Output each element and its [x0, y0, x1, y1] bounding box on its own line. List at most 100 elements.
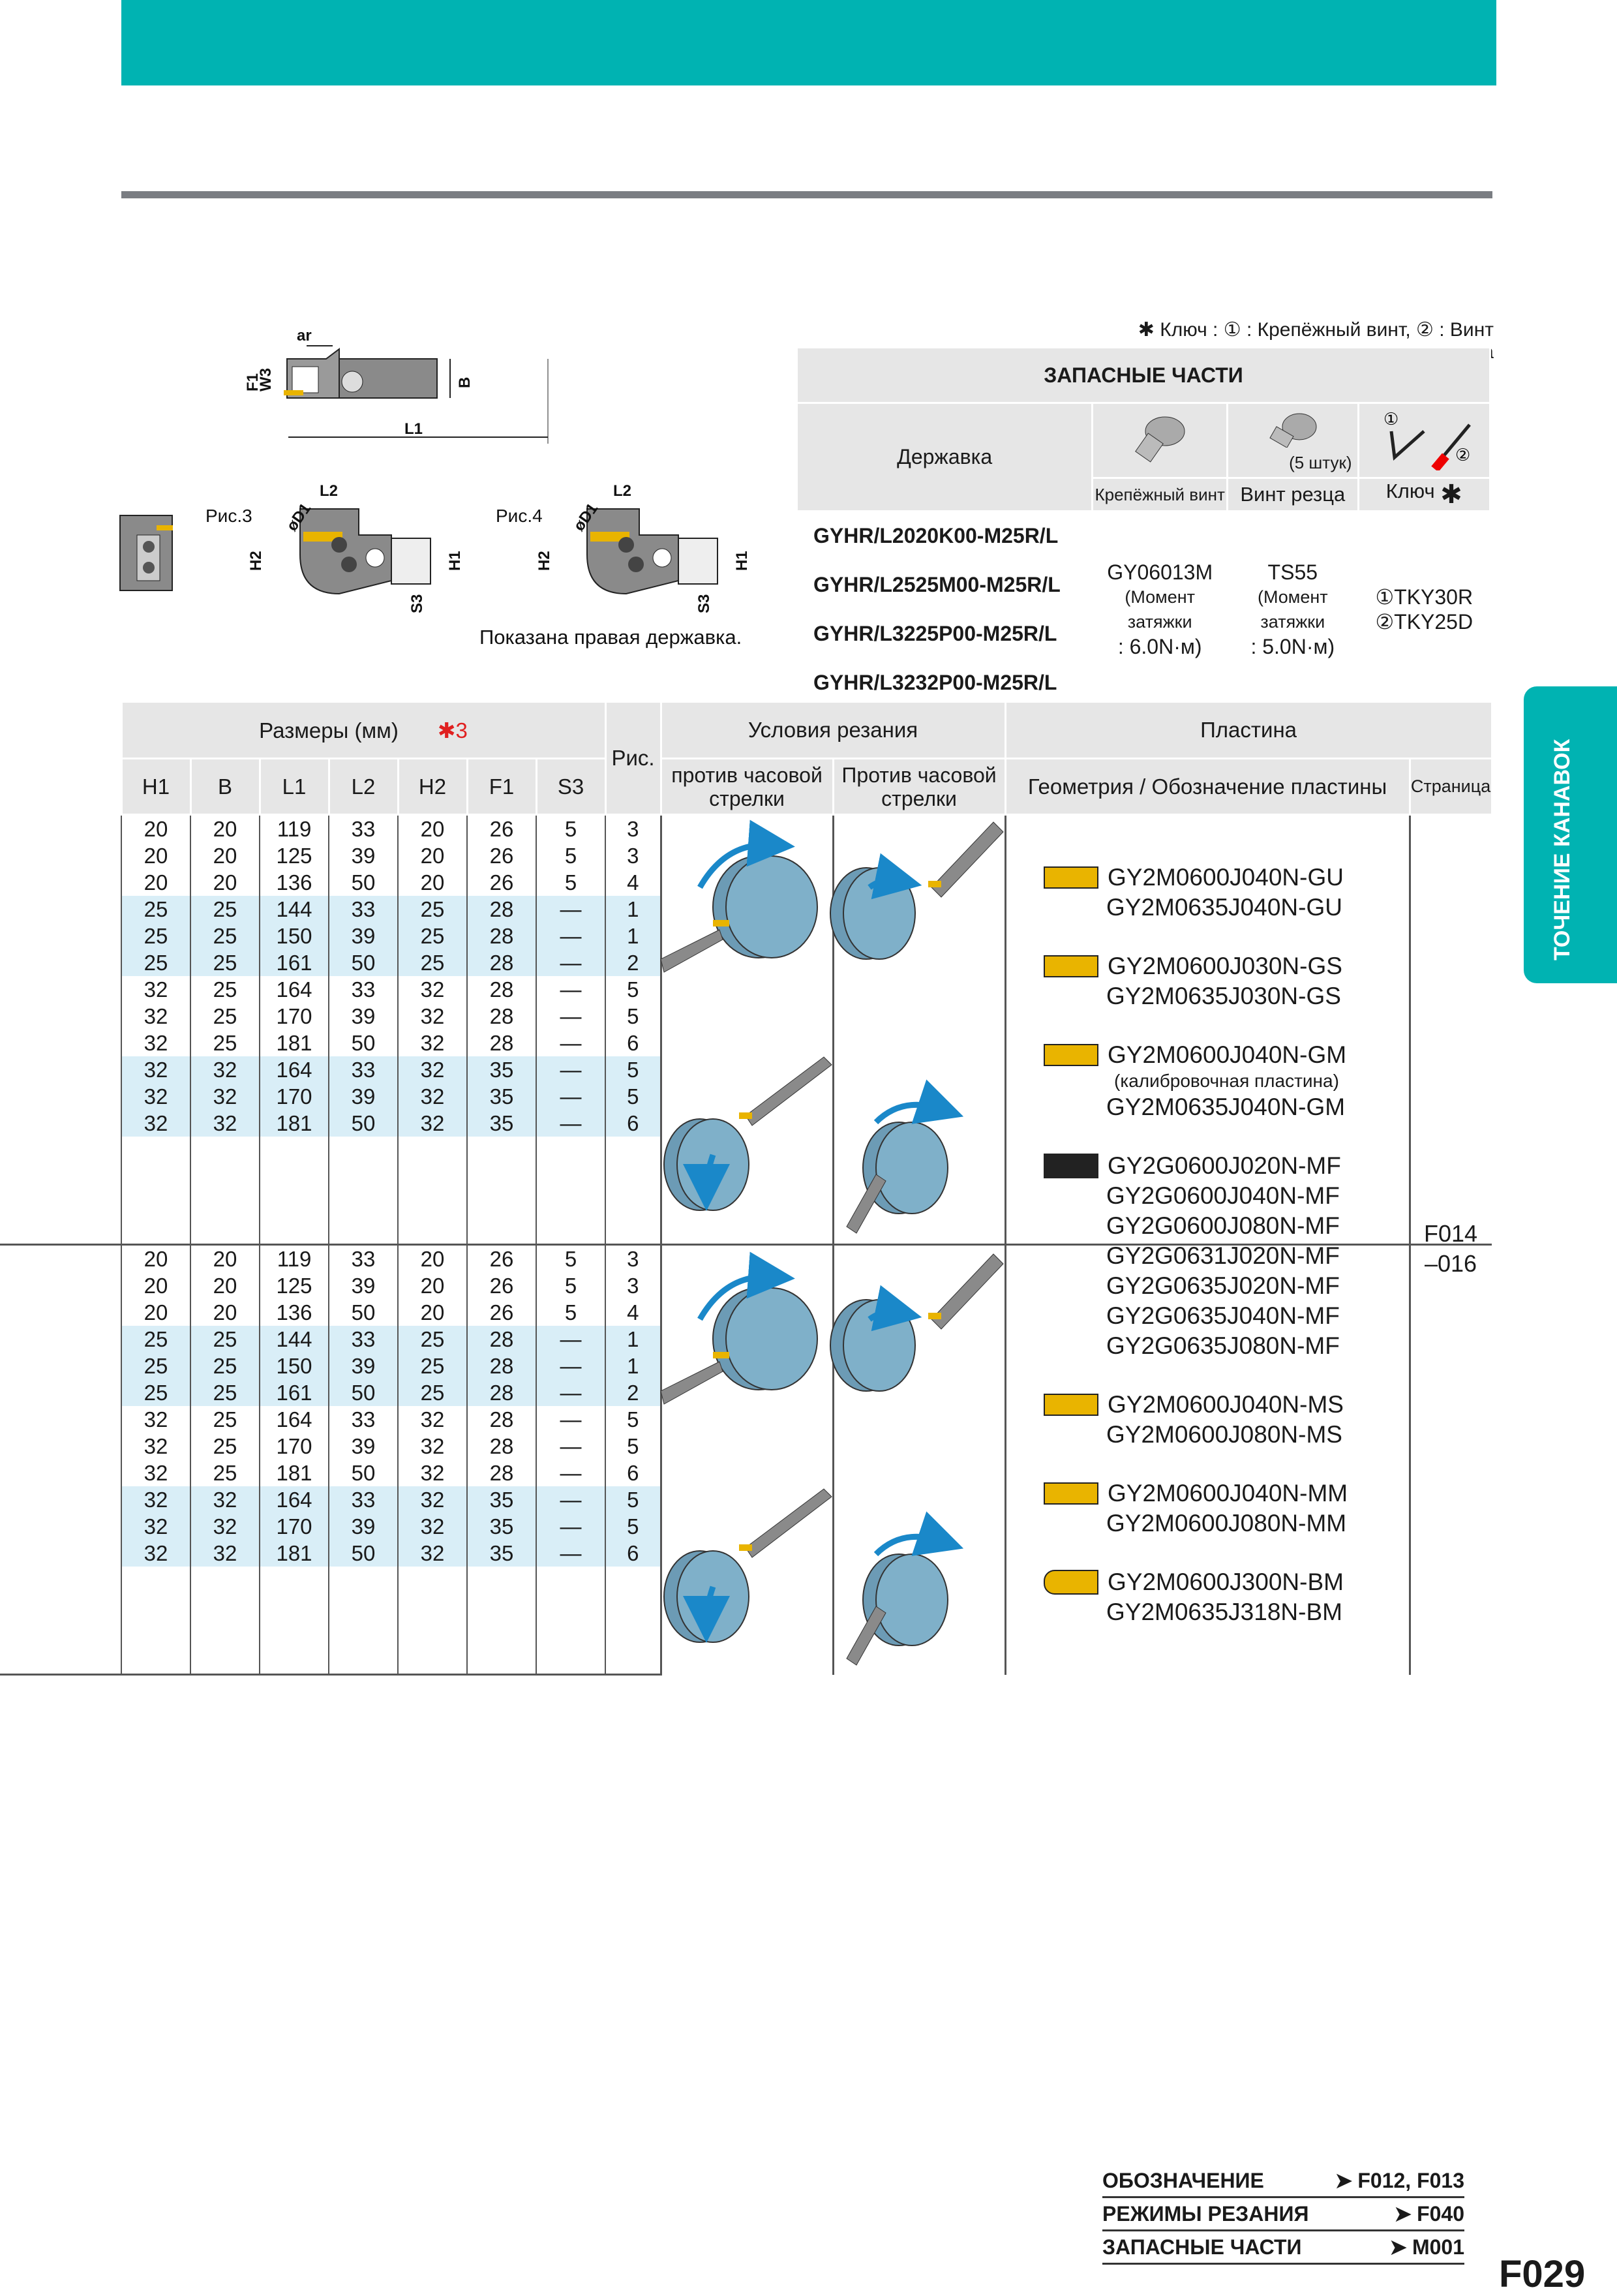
holder-model-3: GYHR/L3225P00-M25R/L: [795, 608, 1094, 659]
page-reference: F014 –016: [1414, 1219, 1487, 1279]
nav-spare-parts[interactable]: ЗАПАСНЫЕ ЧАСТИM001: [1102, 2231, 1464, 2265]
table-cell: 4: [605, 869, 661, 896]
empty-cell: [190, 1567, 260, 1593]
table-cell: 25: [397, 896, 467, 923]
empty-cell: [190, 1137, 260, 1163]
empty-cell: [466, 1620, 536, 1647]
key-picture: ① ②: [1357, 402, 1492, 479]
insert-ms-2: GY2M0600J080N-MS: [1106, 1421, 1342, 1448]
table-cell: 28: [466, 949, 536, 976]
row-label-cell: [0, 1056, 121, 1083]
insert-group-gu: GY2M0600J040N-GU: [1044, 863, 1409, 893]
table-cell: —: [535, 1326, 606, 1353]
table-cell: 20: [121, 1272, 190, 1299]
table-cell: 33: [328, 1056, 398, 1083]
table-cell: 144: [259, 896, 329, 923]
empty-cell: [328, 1620, 398, 1647]
table-cell: 32: [397, 976, 467, 1003]
table-cell: 25: [121, 923, 190, 949]
table-cell: 28: [466, 1353, 536, 1379]
table-cell: 20: [121, 1299, 190, 1326]
row-label-cell: [0, 1460, 121, 1486]
table-cell: 20: [121, 814, 190, 842]
table-cell: —: [535, 976, 606, 1003]
table-cell: —: [535, 1083, 606, 1110]
table-cell: 33: [328, 896, 398, 923]
empty-cell: [466, 1137, 536, 1163]
table-cell: 5: [605, 1513, 661, 1540]
row-label-cell: [0, 1326, 121, 1353]
table-cell: 5: [605, 976, 661, 1003]
table-cell: 2: [605, 1379, 661, 1406]
five-pieces-note: (5 штук): [1289, 452, 1352, 472]
table-cell: 50: [328, 1379, 398, 1406]
table-cell: 28: [466, 1326, 536, 1353]
nav-ref-3[interactable]: M001: [1389, 2235, 1464, 2259]
table-cell: —: [535, 896, 606, 923]
table-cell: 181: [259, 1030, 329, 1056]
col-h1: H1: [120, 758, 192, 816]
empty-cell: [190, 1190, 260, 1217]
empty-cell: [605, 1567, 661, 1593]
empty-cell: [259, 1163, 329, 1190]
table-cell: 50: [328, 1030, 398, 1056]
conditions-header: Условия резания: [659, 701, 1006, 759]
table-cell: 33: [328, 814, 398, 842]
table-cell: 5: [605, 1406, 661, 1433]
label-l1: L1: [404, 420, 423, 438]
table-cell: 164: [259, 1406, 329, 1433]
table-cell: 28: [466, 1003, 536, 1030]
table-cell: 5: [535, 1272, 606, 1299]
table-cell: 25: [121, 896, 190, 923]
fig4-s3: S3: [695, 594, 713, 613]
insert-mf-icon: [1044, 1154, 1098, 1178]
row-label-cell: [0, 1083, 121, 1110]
table-cell: 125: [259, 842, 329, 869]
insert-header: Пластина: [1004, 701, 1493, 759]
table-cell: —: [535, 1003, 606, 1030]
table-cell: 39: [328, 842, 398, 869]
insert-group-mm: GY2M0600J040N-MM: [1044, 1478, 1409, 1508]
table-cell: 20: [397, 1299, 467, 1326]
table-cell: 32: [397, 1513, 467, 1540]
clamp-screw-code: GY06013M: [1107, 560, 1213, 584]
cutter-screw-torque-label: (Момент затяжки: [1257, 587, 1328, 632]
table-cell: 33: [328, 1244, 398, 1272]
table-cell: 25: [190, 1379, 260, 1406]
section-side-tab[interactable]: ТОЧЕНИЕ КАНАВОК: [1524, 686, 1617, 983]
nav-designation[interactable]: ОБОЗНАЧЕНИЕF012, F013: [1102, 2165, 1464, 2198]
table-cell: 26: [466, 842, 536, 869]
nav-ref-1[interactable]: F012, F013: [1335, 2168, 1464, 2193]
table-cell: —: [535, 1486, 606, 1513]
fig4-label: Рис.4: [496, 506, 543, 526]
table-cell: 161: [259, 949, 329, 976]
table-cell: 32: [121, 1540, 190, 1567]
table-cell: 35: [466, 1110, 536, 1137]
table-cell: 20: [121, 842, 190, 869]
empty-cell: [0, 1647, 121, 1676]
insert-mf-7: GY2G0635J080N-MF: [1106, 1332, 1340, 1359]
nav-ref-2[interactable]: F040: [1394, 2201, 1464, 2226]
table-cell: 25: [397, 1326, 467, 1353]
empty-row: [0, 1163, 1492, 1190]
col-geometry: Геометрия / Обозначение пластины: [1004, 758, 1411, 816]
empty-cell: [259, 1593, 329, 1620]
table-cell: 32: [121, 1003, 190, 1030]
empty-cell: [466, 1163, 536, 1190]
table-cell: 20: [190, 869, 260, 896]
table-cell: 164: [259, 1486, 329, 1513]
nav-cutting-modes[interactable]: РЕЖИМЫ РЕЗАНИЯF040: [1102, 2198, 1464, 2231]
empty-cell: [535, 1593, 606, 1620]
table-cell: 5: [605, 1083, 661, 1110]
empty-cell: [535, 1190, 606, 1217]
table-cell: —: [535, 1540, 606, 1567]
insert-group-gm: GY2M0600J040N-GM: [1044, 1040, 1409, 1070]
empty-cell: [535, 1647, 606, 1676]
col-cw: Против часовой стрелки: [832, 758, 1006, 816]
empty-cell: [190, 1163, 260, 1190]
fig3-h2: H2: [247, 551, 265, 571]
